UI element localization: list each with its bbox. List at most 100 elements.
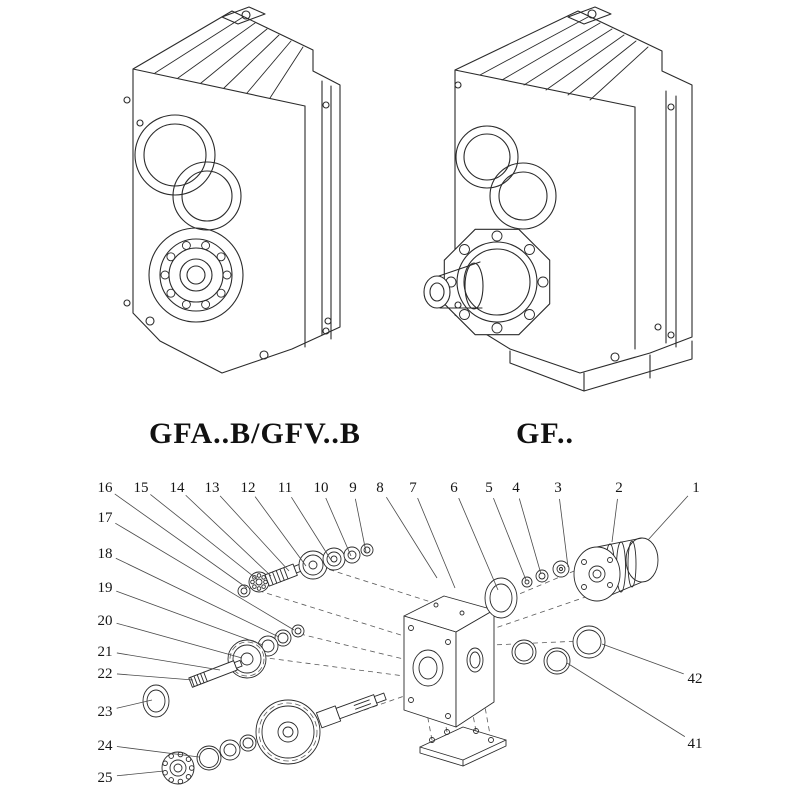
leader-24 bbox=[116, 746, 200, 758]
callout-3: 3 bbox=[554, 480, 562, 496]
leader-3 bbox=[559, 498, 569, 568]
callout-41: 41 bbox=[688, 736, 703, 752]
leader-9 bbox=[354, 498, 367, 553]
leader-42 bbox=[601, 643, 684, 675]
upper-bores bbox=[455, 125, 557, 230]
callout-4: 4 bbox=[512, 480, 520, 496]
callout-12: 12 bbox=[241, 480, 256, 496]
model-caption-gfab-gfvb: GFA..B/GFV..B bbox=[149, 417, 361, 450]
leader-1 bbox=[647, 495, 689, 541]
cooling-fins bbox=[479, 16, 649, 101]
leader-10 bbox=[325, 497, 352, 557]
part-bolt bbox=[521, 576, 533, 588]
output-bearing bbox=[148, 227, 244, 323]
lifting-eye-hole bbox=[587, 9, 597, 19]
callout-5: 5 bbox=[485, 480, 493, 496]
callout-8: 8 bbox=[376, 480, 384, 496]
leader-20 bbox=[116, 622, 243, 659]
part-seal-ring-42 bbox=[572, 625, 606, 659]
part-spacer-ring bbox=[511, 639, 537, 665]
callout-13: 13 bbox=[205, 480, 220, 496]
part-intermediate-shaft bbox=[188, 659, 243, 688]
lifting-eye-hole bbox=[241, 10, 251, 20]
part-output-shaft bbox=[315, 692, 387, 729]
leader-5 bbox=[493, 498, 527, 581]
part-thrust-washer bbox=[219, 739, 241, 761]
callout-23: 23 bbox=[98, 704, 113, 720]
part-washer-small bbox=[343, 546, 361, 564]
leader-12 bbox=[254, 496, 307, 567]
part-input-motor bbox=[573, 537, 659, 602]
cooling-fins bbox=[154, 16, 304, 99]
part-output-gear bbox=[255, 699, 321, 765]
callout-2: 2 bbox=[615, 480, 623, 496]
part-output-bearing bbox=[161, 751, 195, 785]
leader-23 bbox=[116, 699, 153, 709]
callout-1: 1 bbox=[692, 480, 700, 496]
housing-screws bbox=[123, 96, 332, 360]
model-caption-gf: GF.. bbox=[516, 417, 574, 450]
callout-10: 10 bbox=[314, 480, 329, 496]
part-intermediate-gear bbox=[227, 639, 267, 679]
exploded-parts-diagram: 1615141312111098765432117181920212223242… bbox=[98, 480, 703, 786]
leader-2 bbox=[611, 498, 618, 543]
part-washer-17 bbox=[291, 624, 305, 638]
part-gasket bbox=[484, 577, 518, 619]
leader-18 bbox=[115, 557, 280, 638]
leader-19 bbox=[116, 590, 264, 646]
callout-19: 19 bbox=[98, 580, 113, 596]
callout-14: 14 bbox=[170, 480, 186, 496]
callout-22: 22 bbox=[98, 666, 113, 682]
housing-screws bbox=[454, 81, 662, 362]
leader-7 bbox=[417, 497, 456, 589]
mounting-base bbox=[509, 340, 693, 392]
part-ring-18 bbox=[274, 629, 292, 647]
leader-14 bbox=[185, 494, 272, 577]
leader-6 bbox=[458, 497, 499, 591]
callout-17: 17 bbox=[98, 510, 114, 526]
callout-20: 20 bbox=[98, 613, 113, 629]
part-bottom-cover bbox=[419, 726, 507, 767]
callout-21: 21 bbox=[98, 644, 113, 660]
part-circlip bbox=[196, 745, 222, 771]
callout-11: 11 bbox=[278, 480, 292, 496]
callout-7: 7 bbox=[409, 480, 417, 496]
callout-9: 9 bbox=[349, 480, 357, 496]
leader-8 bbox=[386, 496, 438, 579]
part-coupling bbox=[552, 560, 570, 578]
leader-13 bbox=[219, 495, 290, 572]
leader-15 bbox=[150, 494, 259, 581]
part-end-cap bbox=[237, 584, 251, 598]
leader-25 bbox=[116, 770, 165, 777]
part-washer bbox=[535, 569, 549, 583]
callout-42: 42 bbox=[688, 671, 703, 687]
part-gear-small-2 bbox=[322, 547, 346, 571]
leader-21 bbox=[116, 652, 221, 671]
callout-25: 25 bbox=[98, 770, 113, 786]
output-flange bbox=[443, 228, 551, 336]
callout-18: 18 bbox=[98, 546, 113, 562]
callout-24: 24 bbox=[98, 738, 114, 754]
gearbox-drawing-gf bbox=[423, 6, 693, 392]
leader-41 bbox=[566, 662, 686, 737]
callout-15: 15 bbox=[134, 480, 149, 496]
callout-6: 6 bbox=[450, 480, 458, 496]
part-gear-housing bbox=[403, 595, 495, 728]
leader-11 bbox=[291, 496, 332, 561]
part-retaining-ring-small bbox=[360, 543, 374, 557]
callout-16: 16 bbox=[98, 480, 114, 496]
side-straps bbox=[665, 90, 677, 348]
part-retaining-ring-41 bbox=[543, 647, 571, 675]
gearbox-drawing-gfab-gfvb bbox=[123, 6, 341, 374]
leader-4 bbox=[518, 498, 542, 575]
leader-22 bbox=[116, 673, 194, 681]
side-straps bbox=[321, 80, 332, 340]
leader-16 bbox=[114, 493, 248, 589]
gearbox-body-outline bbox=[132, 6, 341, 374]
part-spacer bbox=[239, 734, 257, 752]
leader-17 bbox=[115, 522, 295, 631]
output-shaft bbox=[423, 261, 484, 310]
part-gear-small-1 bbox=[298, 550, 328, 580]
